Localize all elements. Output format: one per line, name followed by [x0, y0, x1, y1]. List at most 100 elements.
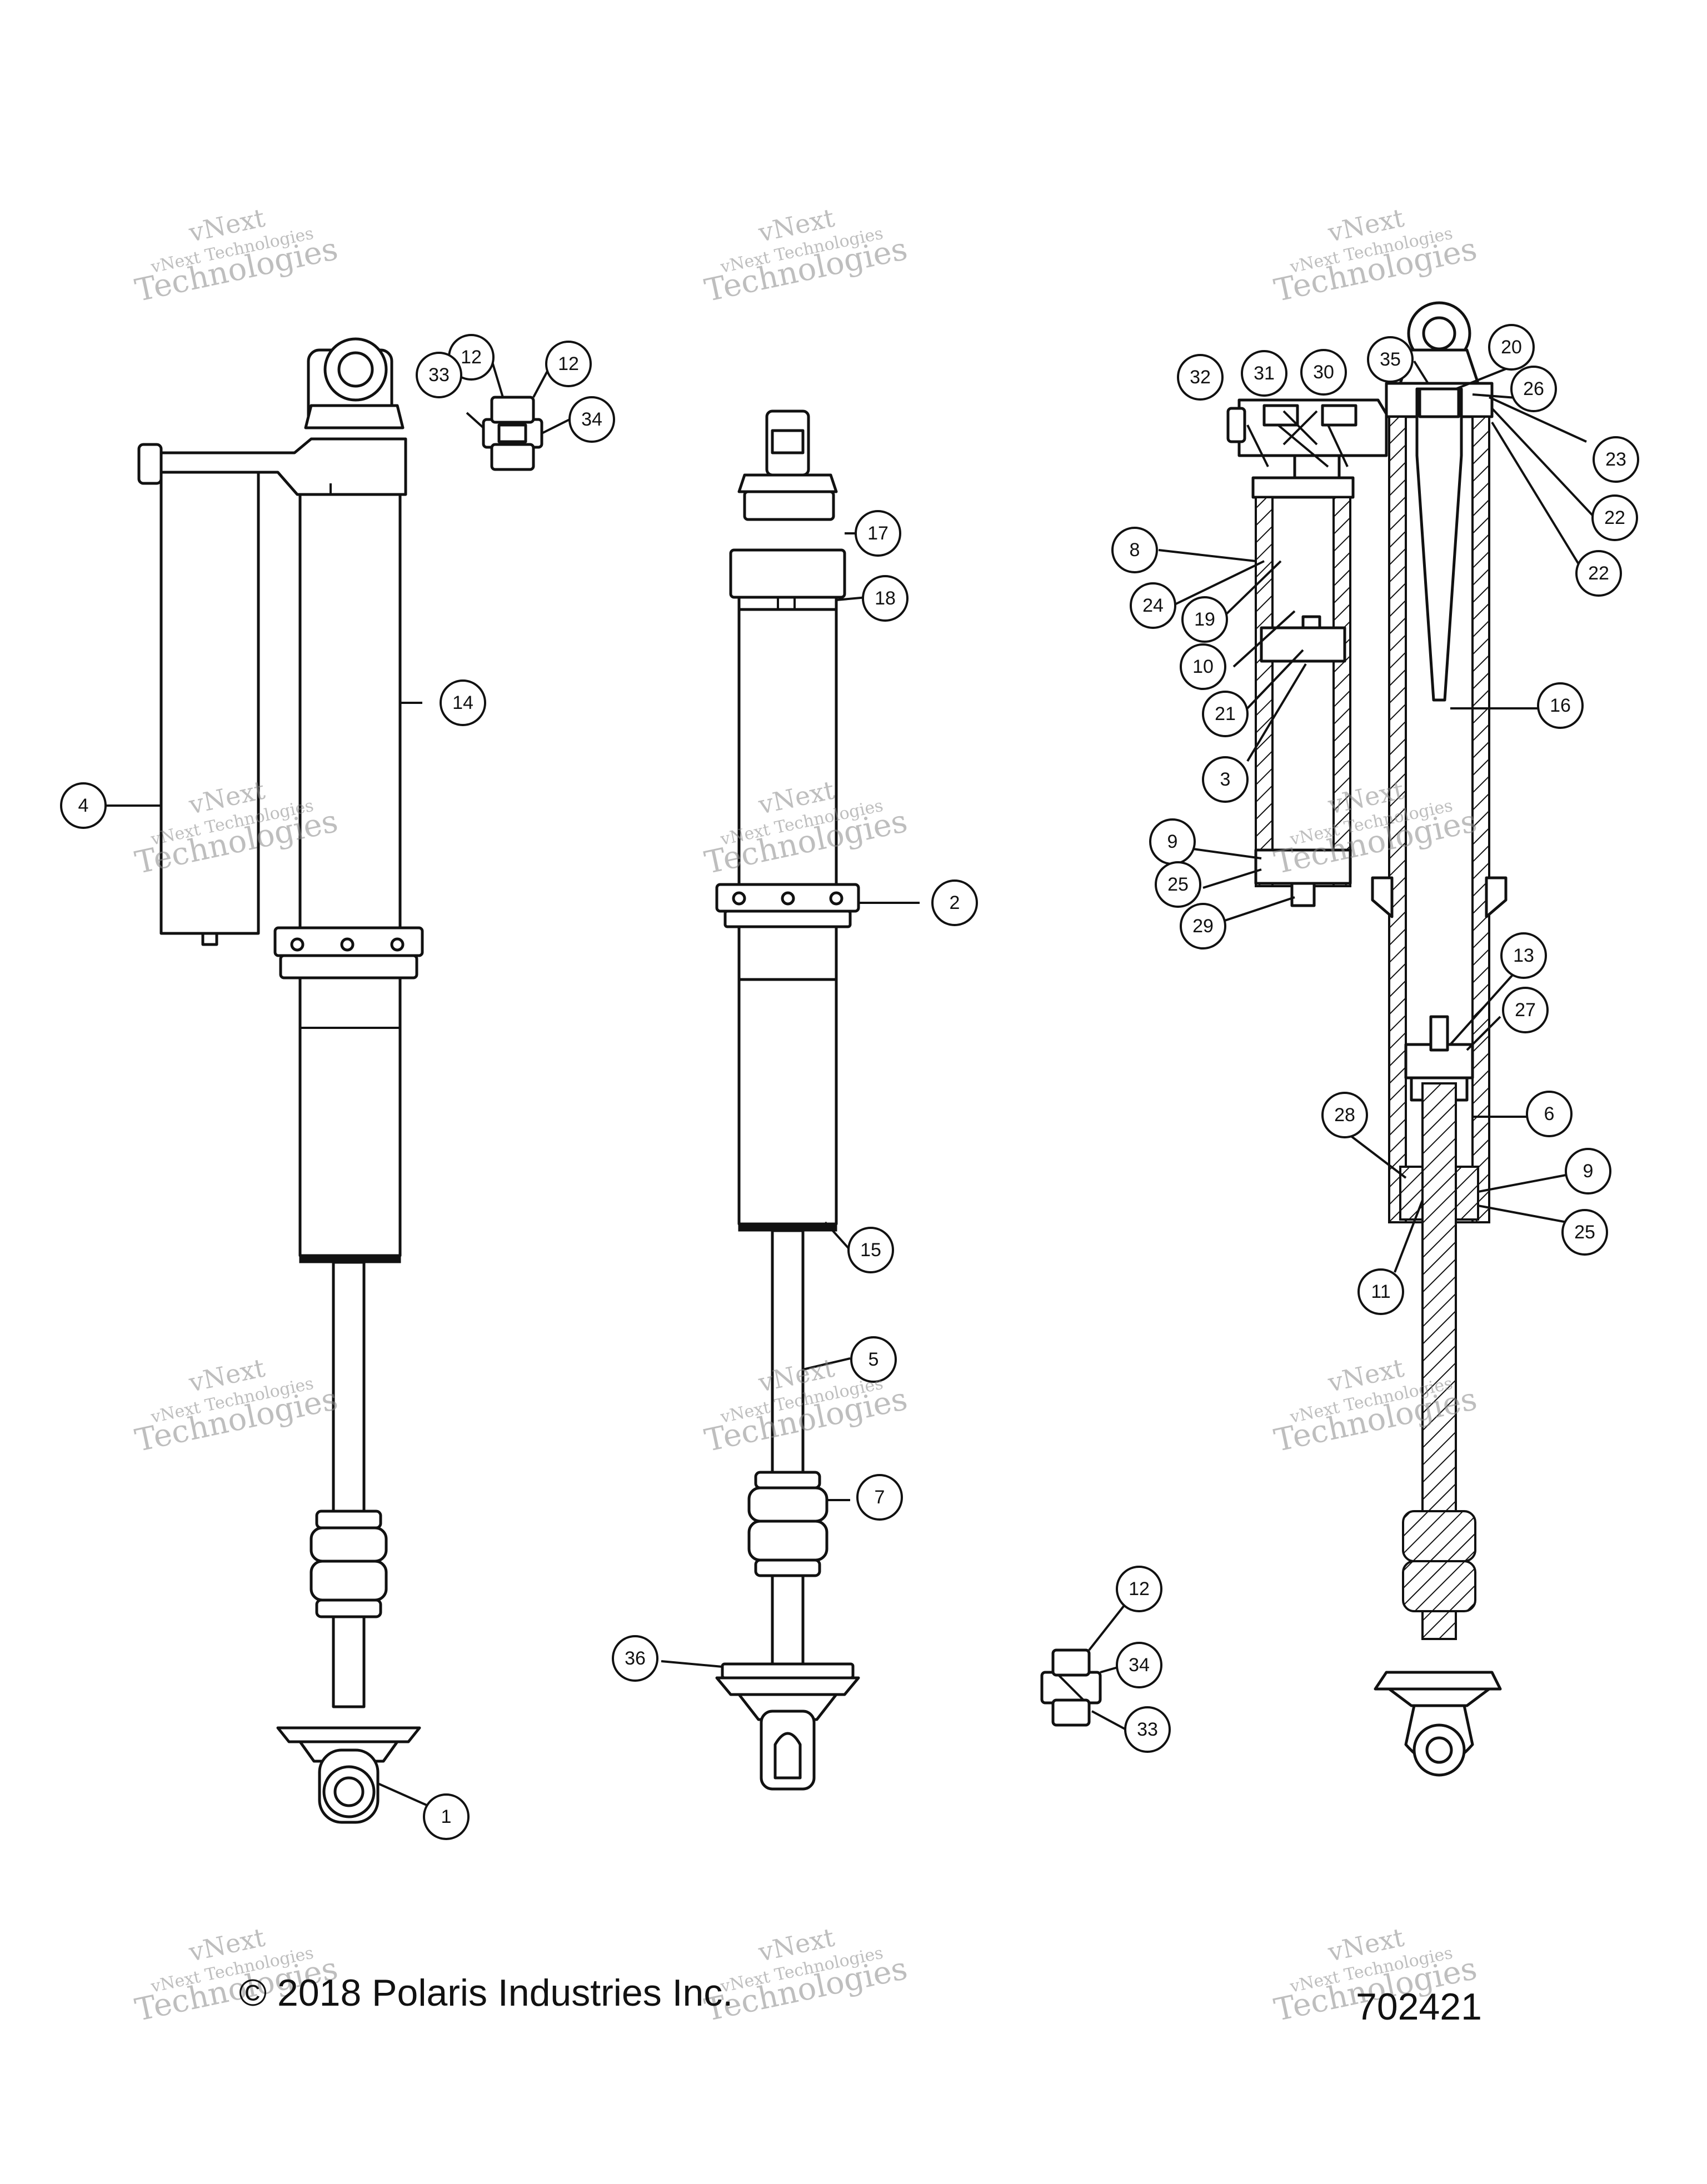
callout-number: 2	[950, 892, 960, 913]
callout-number: 25	[1167, 874, 1189, 895]
callout-number: 3	[1220, 769, 1231, 790]
callout-number: 29	[1192, 916, 1214, 937]
callout-number: 12	[1129, 1578, 1150, 1600]
callout-number: 22	[1604, 507, 1625, 528]
callout-circle	[60, 782, 107, 829]
callout-16: 16	[1537, 682, 1584, 729]
callout-circle	[1111, 527, 1158, 573]
callout-circle	[1500, 932, 1547, 979]
callout-circle	[1124, 1706, 1171, 1753]
leader-lines	[101, 341, 1598, 1807]
callout-number: 11	[1371, 1281, 1390, 1302]
callout-13: 13	[1500, 932, 1547, 979]
callout-number: 12	[558, 353, 579, 374]
callout-29: 29	[1180, 903, 1226, 949]
callout-circle	[1300, 349, 1347, 396]
callout-number: 18	[875, 588, 896, 609]
callout-number: 20	[1501, 337, 1522, 358]
callout-10: 10	[1180, 643, 1226, 690]
callout-circle	[1367, 336, 1414, 383]
callout-3: 3	[1202, 756, 1249, 803]
callout-7: 7	[856, 1474, 903, 1521]
callout-31: 31	[1241, 350, 1287, 397]
callout-33: 33	[1124, 1706, 1171, 1753]
callout-circle	[1537, 682, 1584, 729]
spherical-bearing-bottom	[1040, 1648, 1102, 1727]
callout-number: 8	[1130, 539, 1140, 561]
callout-circle	[850, 1336, 897, 1383]
callout-number: 23	[1605, 449, 1626, 470]
callout-circle	[416, 352, 462, 398]
callout-12: 12	[1116, 1566, 1162, 1612]
callout-11: 11	[1357, 1268, 1404, 1315]
callout-5: 5	[850, 1336, 897, 1383]
callout-number: 22	[1588, 563, 1609, 584]
right-shock-section	[1226, 301, 1508, 1777]
callout-circle	[1510, 366, 1557, 412]
callout-number: 34	[1129, 1655, 1150, 1676]
callout-22: 22	[1575, 550, 1622, 597]
callout-circle	[1177, 354, 1224, 401]
callout-circle	[545, 341, 592, 387]
callout-36: 36	[612, 1635, 658, 1682]
callout-number: 10	[1192, 656, 1214, 677]
callout-circle	[1526, 1091, 1573, 1137]
callout-number: 27	[1515, 999, 1536, 1021]
callout-number: 7	[875, 1487, 885, 1508]
callout-number: 5	[869, 1349, 879, 1370]
callout-number: 1	[441, 1806, 452, 1827]
callout-number: 32	[1190, 367, 1211, 388]
callout-number: 15	[860, 1240, 881, 1261]
callout-circle	[1116, 1566, 1162, 1612]
callout-23: 23	[1593, 436, 1639, 483]
callout-number: 26	[1523, 378, 1544, 399]
callout-2: 2	[931, 879, 978, 926]
callout-32: 32	[1177, 354, 1224, 401]
callout-22: 22	[1591, 494, 1638, 541]
callout-number: 19	[1194, 609, 1215, 630]
callout-number: 9	[1167, 831, 1178, 852]
callout-25: 25	[1155, 861, 1201, 908]
callout-number: 30	[1313, 362, 1334, 383]
callout-26: 26	[1510, 366, 1557, 412]
callout-9: 9	[1149, 818, 1196, 865]
callout-number: 13	[1513, 945, 1534, 966]
callout-33: 33	[416, 352, 462, 398]
callout-circle	[1593, 436, 1639, 483]
callout-circle	[855, 510, 901, 557]
callout-17: 17	[855, 510, 901, 557]
callout-34: 34	[568, 396, 615, 443]
callout-circle	[1181, 596, 1228, 643]
callout-6: 6	[1526, 1091, 1573, 1137]
callout-circle	[1502, 987, 1549, 1033]
callout-circle	[856, 1474, 903, 1521]
callout-circle	[423, 1793, 470, 1840]
callout-number: 6	[1544, 1103, 1555, 1125]
callout-12: 12	[545, 341, 592, 387]
callout-28: 28	[1321, 1092, 1368, 1138]
callout-circle	[1565, 1148, 1611, 1195]
callout-number: 16	[1550, 695, 1571, 716]
callout-circle	[1155, 861, 1201, 908]
callout-19: 19	[1181, 596, 1228, 643]
callout-circle	[1180, 903, 1226, 949]
callout-circle	[1321, 1092, 1368, 1138]
callout-number: 14	[452, 692, 473, 713]
callout-25: 25	[1561, 1209, 1608, 1256]
callout-circle	[847, 1227, 894, 1273]
callout-circle	[1591, 494, 1638, 541]
callout-1: 1	[423, 1793, 470, 1840]
drawing-number: 702421	[1356, 1986, 1482, 2028]
callout-circle	[568, 396, 615, 443]
callout-number: 4	[78, 795, 89, 816]
callout-circle	[1116, 1642, 1162, 1688]
callout-circle	[612, 1635, 658, 1682]
callout-circle	[1202, 756, 1249, 803]
callout-9: 9	[1565, 1148, 1611, 1195]
